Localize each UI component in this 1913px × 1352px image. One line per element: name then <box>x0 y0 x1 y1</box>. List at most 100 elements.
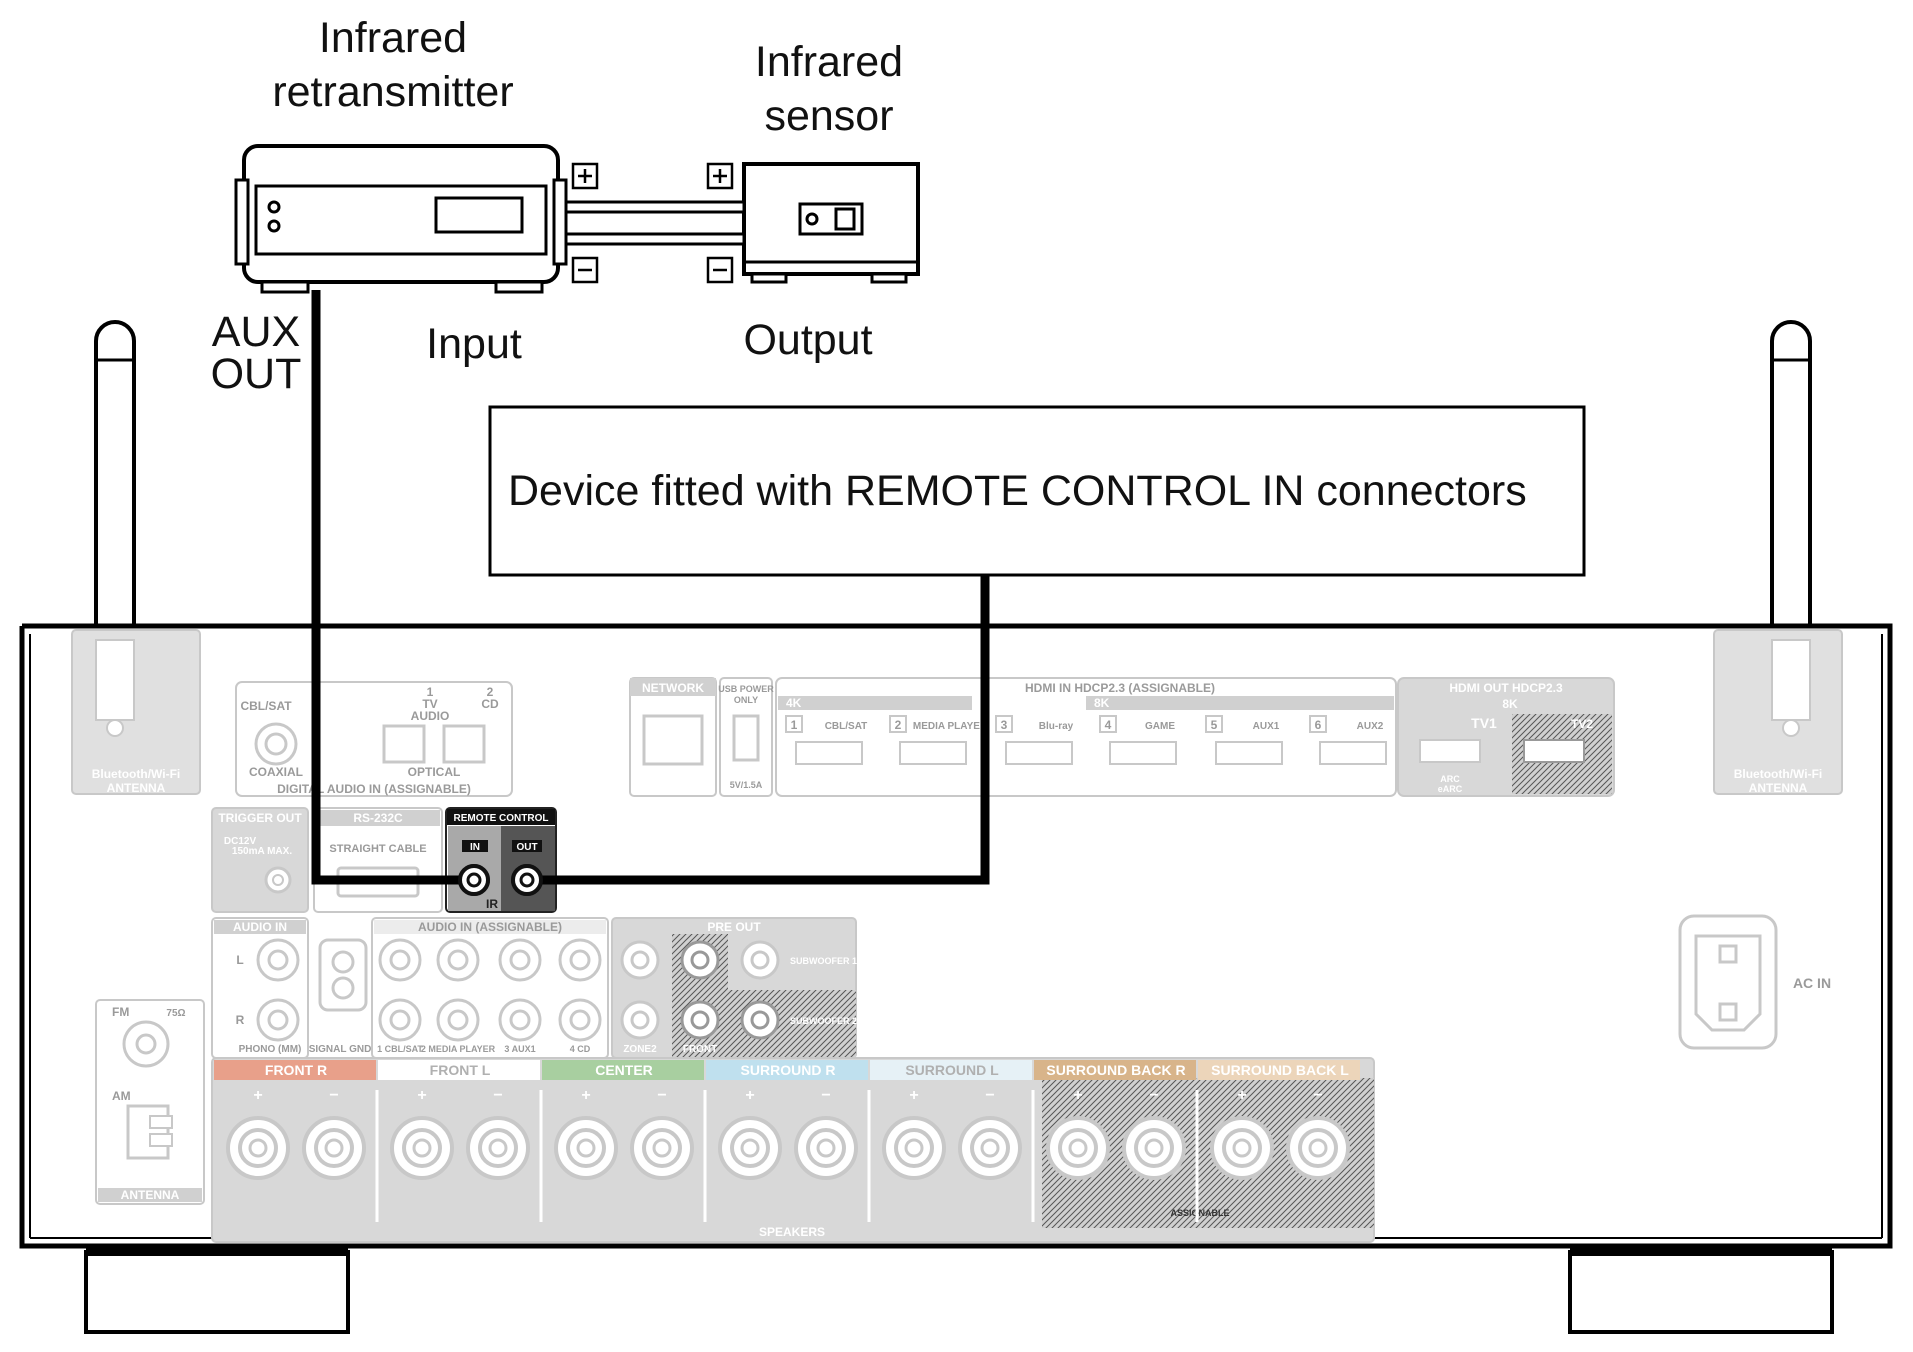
hdmi-out-tv1-label: TV1 <box>1471 715 1497 731</box>
hdmi-out-panel: HDMI OUT HDCP2.3 8K TV1 ARC eARC TV2 <box>1397 677 1615 797</box>
speaker-group-label: SURROUND BACK R <box>1046 1062 1185 1078</box>
speaker-groups: FRONT R+−FRONT L+−CENTER+−SURROUND R+−SU… <box>214 1060 1360 1222</box>
trigger-out-panel: TRIGGER OUT DC12V 150mA MAX. <box>211 807 309 913</box>
hdmi-input-name: AUX1 <box>1253 721 1280 732</box>
hdmi-input-5: 5 AUX1 <box>1205 715 1283 765</box>
optical-1-label2: AUDIO <box>411 709 450 723</box>
minus-terminal-mark: − <box>1313 1087 1322 1104</box>
fm-am-antenna-panel: FM 75Ω AM ANTENNA <box>95 999 205 1205</box>
infrared-retransmitter <box>234 144 568 294</box>
audio-in-label: 1 CBL/SAT <box>377 1044 423 1054</box>
bt-antenna-right-base: Bluetooth/Wi-Fi ANTENNA <box>1713 629 1843 795</box>
hdmi-input-number: 3 <box>1001 718 1008 732</box>
audio-in-jack-2: 2 MEDIA PLAYER <box>421 938 496 1054</box>
plus-terminal-mark: + <box>909 1087 918 1104</box>
hdmi-input-4: 4 GAME <box>1099 715 1177 765</box>
speaker-group-label: SURROUND R <box>741 1062 836 1078</box>
device-box-label: Device fitted with REMOTE CONTROL IN con… <box>508 467 1527 515</box>
speaker-group-7: SURROUND BACK L+− <box>1195 1060 1360 1222</box>
minus-terminal-mark: − <box>985 1087 994 1104</box>
hdmi-input-name: Blu-ray <box>1039 721 1074 732</box>
ac-in-label: AC IN <box>1793 975 1831 991</box>
hdmi-input-number: 4 <box>1105 718 1112 732</box>
trigger-label: TRIGGER OUT <box>218 811 302 825</box>
hdmi-in-header: HDMI IN HDCP2.3 (ASSIGNABLE) <box>1025 681 1215 695</box>
audio-in-jack-1: 1 CBL/SAT <box>377 938 423 1054</box>
hdmi-8k-label: 8K <box>1094 696 1110 710</box>
minus-terminal-mark: − <box>493 1087 502 1104</box>
optical-1-num: 1 <box>427 685 434 699</box>
subwoofer1-label: SUBWOOFER 1 <box>790 956 857 966</box>
optical-1-label: TV <box>422 697 437 711</box>
remote-control-label: REMOTE CONTROL <box>454 813 549 824</box>
digital-audio-footer: DIGITAL AUDIO IN (ASSIGNABLE) <box>277 782 471 796</box>
speaker-group-6: SURROUND BACK R + − <box>1031 1060 1196 1222</box>
plus-terminal-mark: + <box>1073 1087 1082 1104</box>
plus-terminal-mark: + <box>745 1087 754 1104</box>
arc-label: ARC <box>1440 774 1460 784</box>
remote-control-panel: REMOTE CONTROL IN OUT IR <box>445 807 557 913</box>
hdmi-input-number: 5 <box>1211 718 1218 732</box>
subwoofer2-label: SUBWOOFER 2 <box>790 1016 857 1026</box>
hdmi-input-number: 2 <box>895 718 902 732</box>
coaxial-cbl-sat-label: CBL/SAT <box>240 699 292 713</box>
plus-terminal-mark: + <box>581 1087 590 1104</box>
sensor-label-line2: sensor <box>764 92 893 140</box>
audio-in-phono-panel: AUDIO IN L R PHONO (MM) SIGNAL GND <box>211 917 372 1059</box>
speaker-group-label: CENTER <box>595 1062 653 1078</box>
rs232c-panel: RS-232C STRAIGHT CABLE <box>313 807 443 913</box>
bt-antenna-right-label1: Bluetooth/Wi-Fi <box>1734 767 1823 781</box>
speakers-label: SPEAKERS <box>759 1225 825 1239</box>
input-label: Input <box>426 320 522 368</box>
audio-in-jack-4: 4 CD <box>558 938 602 1054</box>
speaker-group-5: SURROUND L+− <box>867 1060 1032 1222</box>
audio-in-label: 2 MEDIA PLAYER <box>421 1044 496 1054</box>
am-label: AM <box>112 1089 131 1103</box>
audio-in-label: 3 AUX1 <box>504 1044 535 1054</box>
minus-terminal-mark: − <box>329 1087 338 1104</box>
pre-out-label: PRE OUT <box>707 920 761 934</box>
bt-antenna-left-base: Bluetooth/Wi-Fi ANTENNA <box>71 629 201 795</box>
hdmi-input-6: 6 AUX2 <box>1309 715 1387 765</box>
speaker-group-label: FRONT R <box>265 1062 327 1078</box>
zone2-label: ZONE2 <box>623 1044 657 1055</box>
usb-port: USB POWER ONLY 5V/1.5A <box>718 677 774 797</box>
digital-audio-in-panel: CBL/SAT COAXIAL 1 TV AUDIO 2 CD OPTICAL … <box>235 681 513 797</box>
network-label: NETWORK <box>642 681 704 695</box>
output-label: Output <box>743 316 872 364</box>
remote-out-label: OUT <box>516 842 537 853</box>
hdmi-input-name: GAME <box>1145 721 1175 732</box>
minus-terminal-mark: − <box>1149 1087 1158 1104</box>
hdmi-out-8k: 8K <box>1502 697 1518 711</box>
speaker-group-4: SURROUND R + − <box>703 1060 868 1222</box>
speaker-group-label: FRONT L <box>430 1062 491 1078</box>
bt-antenna-left-label1: Bluetooth/Wi-Fi <box>92 767 181 781</box>
straight-cable-label: STRAIGHT CABLE <box>329 843 426 855</box>
minus-terminal-mark: − <box>657 1087 666 1104</box>
plus-terminal-mark: + <box>417 1087 426 1104</box>
optical-2-label: CD <box>481 697 499 711</box>
fm-ohm-label: 75Ω <box>166 1008 185 1019</box>
phono-r-label: R <box>236 1013 245 1027</box>
usb-power-label: USB POWER <box>718 684 774 694</box>
bt-antenna-left-label2: ANTENNA <box>107 781 166 795</box>
ac-in-socket: AC IN <box>1678 914 1831 1050</box>
audio-in-assignable-panel: AUDIO IN (ASSIGNABLE) <box>371 917 609 1059</box>
phono-audio-in-label: AUDIO IN <box>233 920 287 934</box>
pre-out-panel: PRE OUT ZONE2 FRONT SUBWOOFER 1 SUBWOOFE… <box>611 917 857 1059</box>
minus-terminal-mark: − <box>821 1087 830 1104</box>
phono-l-label: L <box>236 953 243 967</box>
hdmi-4k-label: 4K <box>786 696 802 710</box>
usb-rating-label: 5V/1.5A <box>730 780 763 790</box>
signal-gnd-label: SIGNAL GND <box>309 1044 372 1055</box>
speaker-group-2: FRONT L+ − <box>375 1060 540 1222</box>
plus-terminal-mark: + <box>253 1087 262 1104</box>
speaker-panel: SPEAKERS ASSIGNABLE <box>211 1057 1375 1243</box>
retransmitter-label-line1: Infrared <box>319 14 467 62</box>
hdmi-input-name: AUX2 <box>1357 721 1384 732</box>
retransmitter-label-line2: retransmitter <box>272 68 513 116</box>
hdmi-input-number: 6 <box>1315 718 1322 732</box>
